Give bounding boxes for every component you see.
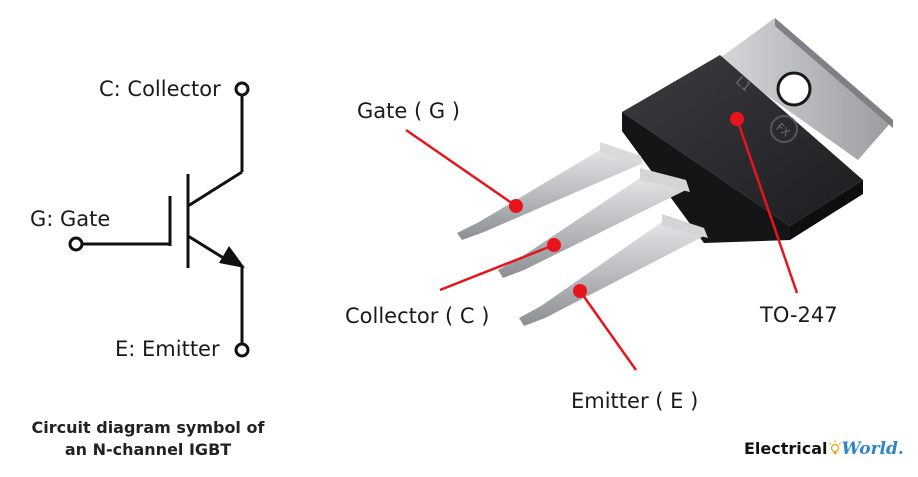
logo-marking	[770, 115, 798, 143]
markers	[509, 112, 744, 298]
collector-marker-icon	[547, 238, 561, 252]
collector-terminal-icon	[234, 81, 250, 97]
collector-callout-line	[439, 243, 555, 292]
brand-name-part2: World.	[841, 439, 904, 459]
caption-line-1: Circuit diagram symbol of	[31, 418, 265, 437]
gate-marker-icon	[509, 199, 523, 213]
gate-callout-line	[405, 128, 517, 208]
emitter-callout-line	[578, 290, 638, 371]
emitter-marker-icon	[573, 284, 587, 298]
package-callout-line	[735, 118, 799, 294]
package-marker-icon	[730, 112, 744, 126]
package-body	[622, 55, 863, 226]
brand-logo: Electrical World.	[744, 440, 904, 458]
brand-name-part1: Electrical	[744, 439, 828, 458]
package-type-label: TO-247	[760, 303, 838, 327]
emitter-symbol-label: E: Emitter	[115, 337, 220, 361]
lightbulb-icon	[828, 440, 841, 454]
emitter-terminal-icon	[234, 342, 250, 358]
gate-leg	[457, 150, 641, 240]
emitter-arrow-icon	[219, 246, 245, 268]
caption-line-2: an N-channel IGBT	[64, 440, 232, 459]
gate-terminal-icon	[68, 236, 84, 252]
callouts	[405, 118, 799, 371]
emitter-package-label: Emitter ( E )	[571, 389, 699, 413]
collector-leg	[498, 178, 686, 278]
to247-package: FX L1	[457, 18, 893, 326]
mounting-hole	[776, 71, 812, 107]
diagram-caption: Circuit diagram symbol of an N-channel I…	[0, 417, 296, 461]
emitter-leg	[519, 222, 704, 326]
gate-symbol-label: G: Gate	[30, 207, 111, 231]
collector-diagonal	[187, 170, 243, 208]
gate-package-label: Gate ( G )	[357, 99, 460, 123]
collector-package-label: Collector ( C )	[345, 304, 490, 328]
collector-symbol-label: C: Collector	[99, 77, 221, 101]
